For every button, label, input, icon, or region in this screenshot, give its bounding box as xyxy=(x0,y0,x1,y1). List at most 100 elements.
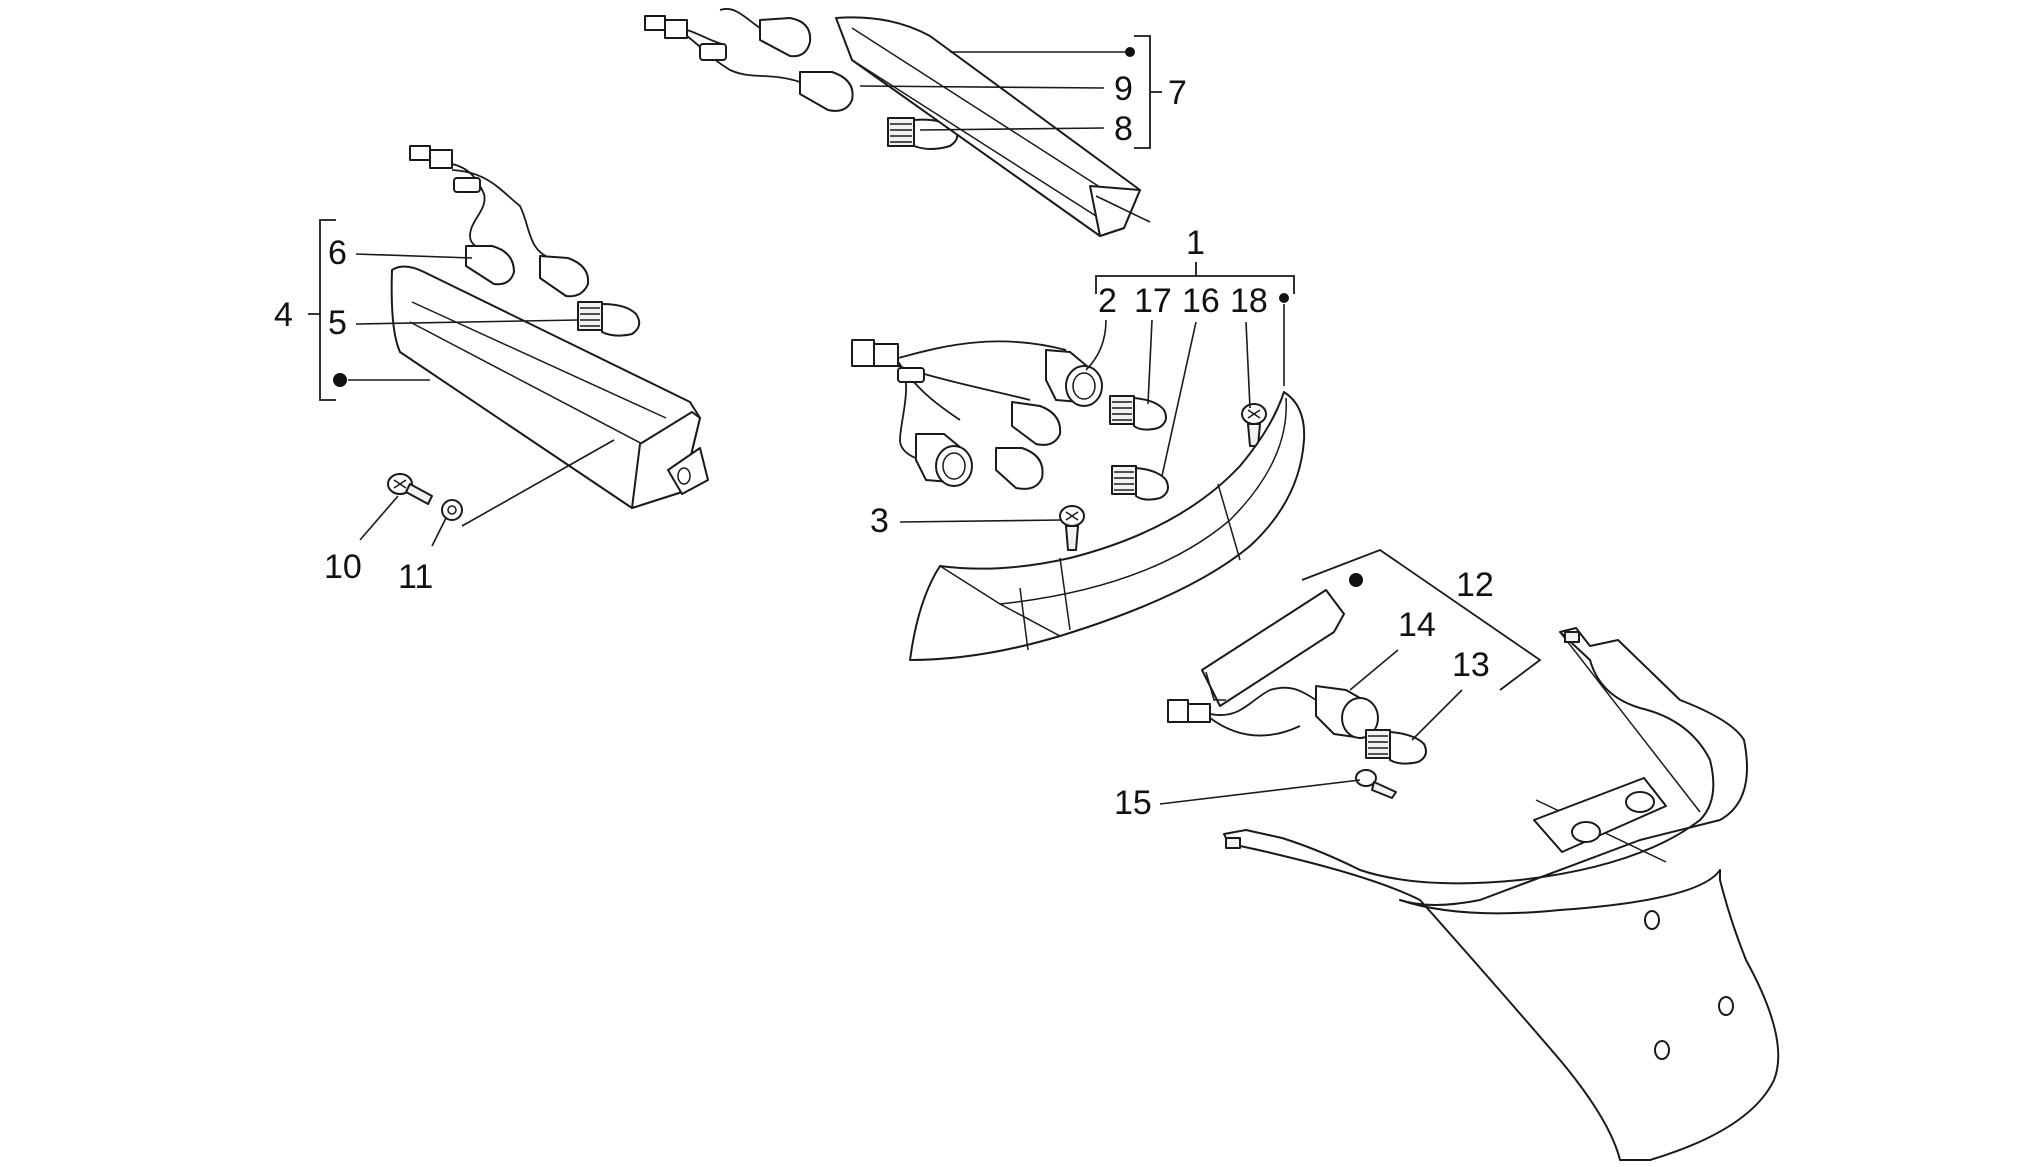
tail-connector-plug xyxy=(851,339,875,367)
tail-wire-sleeve xyxy=(897,367,925,383)
leader-3 xyxy=(899,519,1063,523)
top-bar-wire-tail xyxy=(1095,195,1151,223)
mudguard-hole-1 xyxy=(1644,910,1660,930)
mudguard-hole-2 xyxy=(1718,996,1734,1016)
leader-16 xyxy=(1161,321,1197,477)
callout-group-7: 9 8 7 xyxy=(859,35,1187,149)
mudguard-top-tab xyxy=(1564,631,1580,643)
callout-7: 7 xyxy=(1168,74,1187,112)
tail-bulb-socket-a xyxy=(1011,401,1062,446)
tail-light-assembly xyxy=(851,339,1306,661)
leader-8 xyxy=(919,127,1105,131)
callout-15: 15 xyxy=(1114,784,1152,822)
plate-light-assembly xyxy=(1167,589,1427,799)
callout-5: 5 xyxy=(328,304,347,342)
callout-group-1: 1 2 17 16 18 3 xyxy=(870,224,1295,540)
callout-1: 1 xyxy=(1186,224,1205,262)
callout-12: 12 xyxy=(1456,566,1494,604)
bulb-16-glass xyxy=(1135,467,1169,501)
top-light-bar-assembly xyxy=(644,8,1151,237)
callout-3: 3 xyxy=(870,502,889,540)
leader-14 xyxy=(1349,649,1399,691)
callout-10: 10 xyxy=(324,548,362,586)
callout-2: 2 xyxy=(1098,282,1117,320)
leader-18 xyxy=(1245,321,1251,409)
mudguard-body xyxy=(1223,627,1780,1161)
bulb-5-glass xyxy=(601,303,641,337)
callout-18: 18 xyxy=(1230,282,1268,320)
screw-10-thread xyxy=(405,483,433,505)
bracket-7 xyxy=(1134,35,1162,149)
callout-16: 16 xyxy=(1182,282,1220,320)
bracket-1 xyxy=(1095,262,1295,294)
callout-13: 13 xyxy=(1452,646,1490,684)
screw-3 xyxy=(1059,505,1085,551)
screw-18 xyxy=(1241,403,1267,447)
bracket-4 xyxy=(308,219,336,401)
mount-hole-2 xyxy=(1625,791,1655,813)
bulb-16 xyxy=(1111,465,1169,501)
screw-10 xyxy=(387,473,433,505)
callout-14: 14 xyxy=(1398,606,1436,644)
leader-15 xyxy=(1159,779,1361,805)
socket-2-rim xyxy=(1065,365,1103,407)
socket-14-rim xyxy=(1341,697,1379,739)
washer-11-outer xyxy=(441,499,463,521)
callout-8: 8 xyxy=(1114,110,1133,148)
tail-wire-1 xyxy=(897,340,1067,359)
washer-11 xyxy=(441,499,463,521)
left-bulb-socket-1 xyxy=(465,245,515,286)
screw-15 xyxy=(1355,769,1397,799)
leader-9 xyxy=(859,85,1105,89)
top-wire-1 xyxy=(686,29,723,45)
callout-4: 4 xyxy=(274,296,293,334)
left-wire-2 xyxy=(451,169,551,259)
top-bulb-socket-2 xyxy=(799,71,854,112)
screw-15-thread xyxy=(1371,781,1397,799)
left-connector-plug xyxy=(409,145,431,161)
plate-connector-housing xyxy=(1187,703,1211,723)
leader-2 xyxy=(1085,319,1107,371)
tail-bulb-socket-b xyxy=(995,447,1044,490)
callout-9: 9 xyxy=(1114,70,1133,108)
callout-6: 6 xyxy=(328,234,347,272)
top-light-bar-end xyxy=(1089,185,1141,237)
bracket-12 xyxy=(1301,548,1542,691)
top-wire-3 xyxy=(719,8,761,29)
top-connector-plug xyxy=(644,15,666,31)
callout-group-12: 12 14 13 15 xyxy=(1114,548,1542,822)
plate-wire xyxy=(1209,686,1317,716)
left-connector-housing xyxy=(429,149,453,169)
screw-3-thread xyxy=(1065,525,1079,551)
bulb-13 xyxy=(1365,729,1427,765)
mudguard-hole-3 xyxy=(1654,1040,1670,1060)
bulb-17 xyxy=(1109,395,1167,431)
rear-mudguard xyxy=(1223,627,1780,1161)
callout-17: 17 xyxy=(1134,282,1172,320)
leader-13 xyxy=(1411,689,1463,741)
tail-light-lens xyxy=(909,391,1306,661)
leader-washer-to-lens xyxy=(461,439,615,527)
screw-15-head xyxy=(1355,769,1377,787)
leader-17 xyxy=(1147,319,1153,405)
left-bulb-socket-2 xyxy=(539,255,590,298)
leader-6 xyxy=(355,253,473,259)
leader-5 xyxy=(355,319,579,325)
socket-2 xyxy=(1045,349,1103,407)
socket-lower-left xyxy=(915,433,973,487)
top-bulb-socket-1 xyxy=(759,17,812,58)
callout-group-4: 4 6 5 xyxy=(274,219,579,401)
callout-11: 11 xyxy=(398,558,433,596)
bulb-13-glass xyxy=(1389,731,1427,765)
left-indicator-assembly xyxy=(387,145,709,521)
socket-lower-left-rim xyxy=(935,445,973,487)
bulb-5 xyxy=(577,301,641,337)
mudguard-left-tab xyxy=(1225,837,1241,849)
tail-connector-housing xyxy=(873,343,899,367)
mount-hole-1 xyxy=(1571,821,1601,843)
callout-group-10-11: 10 11 xyxy=(324,439,615,596)
left-wire-sleeve xyxy=(453,177,481,193)
leader-11 xyxy=(431,517,447,547)
